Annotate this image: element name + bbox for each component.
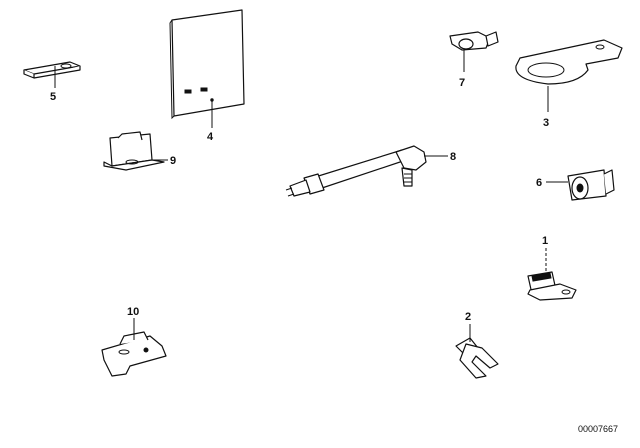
callout-7: 7 [459, 77, 465, 89]
callout-8: 8 [450, 151, 456, 163]
part-4-label-sheet [169, 9, 245, 128]
part-8-rod [285, 145, 448, 197]
callout-6: 6 [536, 177, 542, 189]
callout-1: 1 [542, 235, 548, 247]
part-2-fork-connector [455, 324, 499, 379]
callout-2: 2 [465, 311, 471, 323]
image-code: 00007667 [578, 424, 618, 434]
part-1-terminal [527, 248, 577, 301]
part-9-clip [103, 131, 168, 171]
part-7-plug [449, 31, 499, 72]
part-10-bracket [101, 318, 167, 377]
part-5-flat-tab [23, 61, 81, 88]
callout-9: 9 [170, 155, 176, 167]
callout-3: 3 [543, 117, 549, 129]
callout-5: 5 [50, 91, 56, 103]
part-3-ring-lug [515, 39, 623, 112]
callout-10: 10 [127, 306, 139, 318]
part-6-lamp-socket [546, 169, 615, 201]
callout-4: 4 [207, 131, 214, 143]
